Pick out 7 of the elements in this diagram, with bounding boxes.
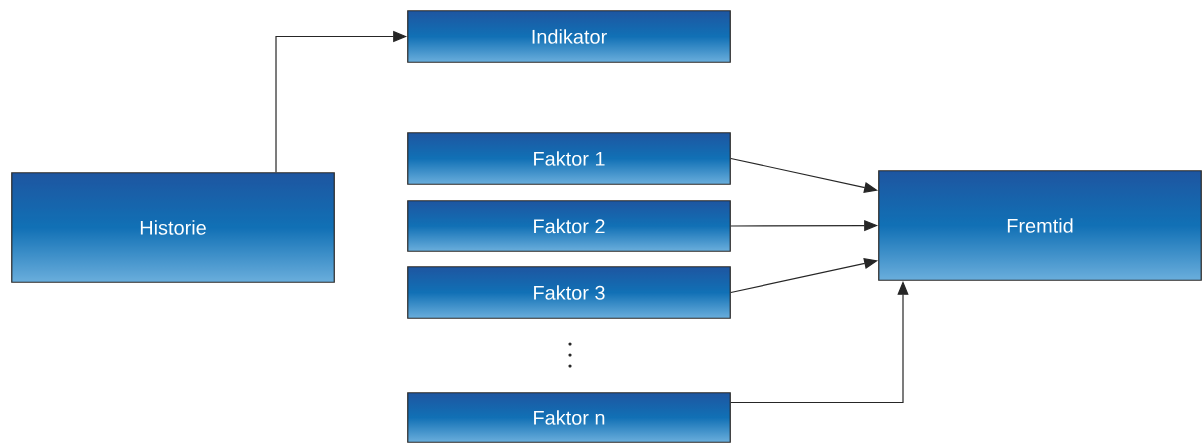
- process-box: Indikator: [407, 10, 731, 63]
- process-box: Faktor 2: [407, 200, 731, 252]
- process-box: Fremtid: [878, 170, 1202, 281]
- process-box: Faktor 3: [407, 266, 731, 319]
- process-box: Faktor 1: [407, 132, 731, 185]
- process-box: Historie: [11, 172, 335, 283]
- process-box: Faktor n: [407, 392, 731, 443]
